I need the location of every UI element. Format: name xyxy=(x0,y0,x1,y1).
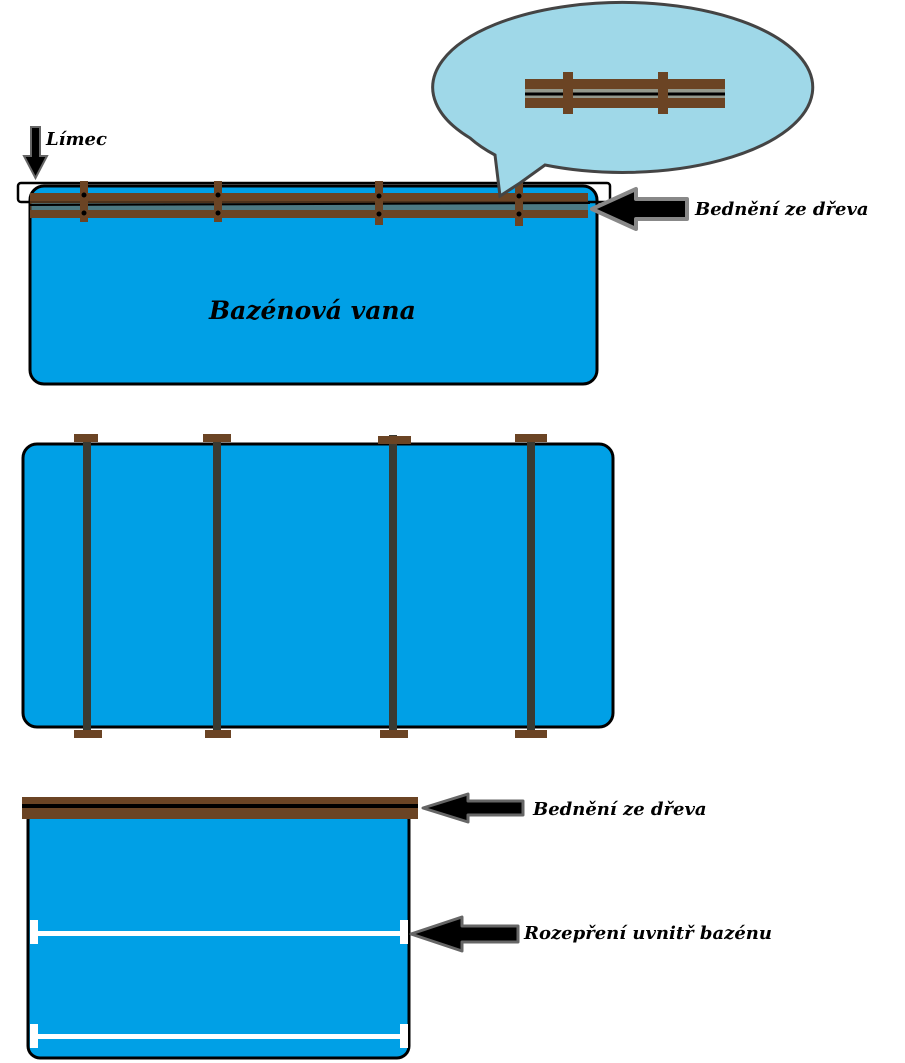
pool-tub-top xyxy=(21,442,615,729)
inner-bracing-label: Rozepření uvnitř bazénu xyxy=(524,923,772,944)
collar-label: Límec xyxy=(46,129,107,150)
straps xyxy=(74,434,547,738)
wood-formwork-label-top: Bednění ze dřeva xyxy=(695,199,869,220)
inner-bracing xyxy=(30,920,408,1048)
left-arrow-icon xyxy=(421,792,525,824)
pool-tub-side xyxy=(28,184,599,386)
wood-formwork-label-bottom: Bednění ze dřeva xyxy=(533,799,707,820)
left-arrow-icon xyxy=(409,915,520,953)
section-view xyxy=(22,792,525,1060)
wood-formwork-side xyxy=(29,181,591,226)
callout-detail-formwork xyxy=(525,72,725,114)
down-arrow-icon xyxy=(22,126,49,181)
left-arrow-icon xyxy=(590,187,689,231)
top-view-section xyxy=(21,434,615,738)
wood-formwork-section xyxy=(22,797,418,819)
side-view-section xyxy=(16,0,815,386)
pool-tub-label: Bazénová vana xyxy=(209,296,416,325)
